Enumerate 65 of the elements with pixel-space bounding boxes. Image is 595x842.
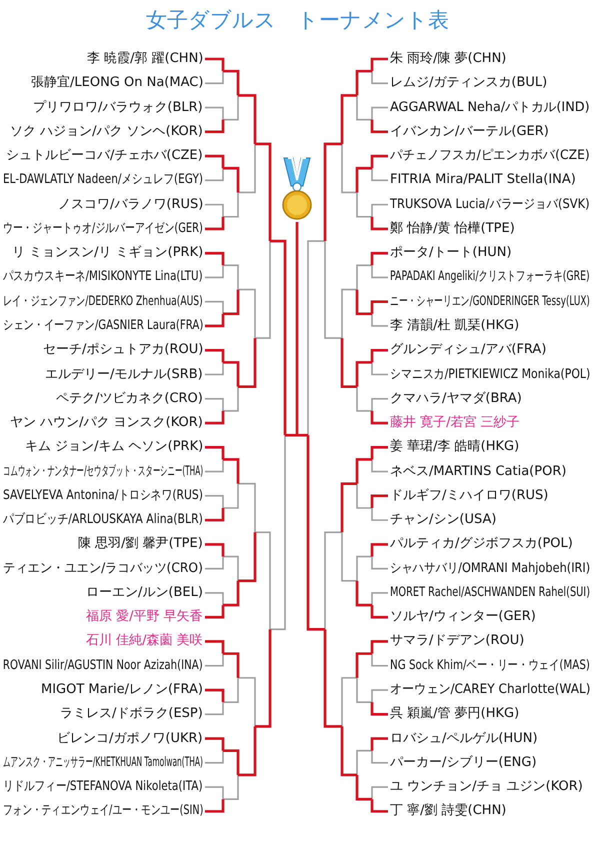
team-name: 朱 雨玲/陳 夢(CHN)	[390, 51, 506, 67]
team-name: ティエン・ユエン/ラコバッツ(CRO)	[3, 560, 203, 577]
team-name: ヤン ハウン/パク ヨンスク(KOR)	[10, 415, 203, 432]
team-name: リドルフィー/STEFANOVA Nikoleta(ITA)	[2, 779, 203, 796]
team-name: レムジ/ガティンスカ(BUL)	[390, 75, 548, 92]
team-name: レイ・ジェンファン/DEDERKO Zhenhua(AUS)	[2, 294, 203, 310]
team-name: ムアンスク・アニッサラー/KHETKHUAN Tamolwan(THA)	[3, 754, 203, 771]
team-name: 姜 華珺/李 皓晴(HKG)	[390, 439, 520, 456]
team-name: ソルヤ/ウィンター(GER)	[390, 609, 536, 626]
team-name: パルティカ/グジボフスカ(POL)	[390, 536, 573, 552]
team-name: FITRIA Mira/PALIT Stella(INA)	[390, 172, 576, 188]
team-name: PAPADAKI Angeliki/クリストフォーラキ(GRE)	[390, 269, 590, 286]
team-name: 鄭 怡静/黄 怡樺(TPE)	[390, 220, 515, 237]
team-name: クマハラ/ヤマダ(BRA)	[390, 390, 522, 407]
team-name: シュトルビーコバ/チェホバ(CZE)	[6, 148, 203, 164]
team-name: 藤井 寛子/若宮 三紗子	[390, 415, 520, 432]
team-name: SAVELYEVA Antonina/トロシネワ(RUS)	[3, 488, 203, 504]
team-name: MORET Rachel/ASCHWANDEN Rahel(SUI)	[390, 584, 590, 601]
team-name: 呉 穎嵐/管 夢円(HKG)	[390, 706, 520, 722]
team-name: パチェノフスカ/ピエンカボバ(CZE)	[390, 148, 590, 164]
team-name: NG Sock Khim/ベー・リー・ウェイ(MAS)	[390, 658, 590, 674]
team-name: 丁 寧/劉 詩雯(CHN)	[390, 803, 506, 820]
team-name: EL-DAWLATLY Nadeen/メシュレフ(EGY)	[3, 172, 203, 188]
team-name: サマラ/ドデアン(ROU)	[390, 633, 524, 650]
team-name: ニー・シャーリエン/GONDERINGER Tessy(LUX)	[390, 294, 590, 310]
team-name: ソク ハジョン/パク ソンヘ(KOR)	[10, 124, 203, 140]
team-name: イバンカン/バーテル(GER)	[390, 124, 549, 140]
team-name: オーウェン/CAREY Charlotte(WAL)	[390, 682, 590, 698]
team-name: 石川 佳純/森薗 美咲	[86, 633, 203, 650]
team-name: ペテク/ツビカネク(CRO)	[56, 390, 203, 407]
team-name: ROVANI Silir/AGUSTIN Noor Azizah(INA)	[2, 658, 203, 674]
team-name: TRUKSOVA Lucia/バラージョバ(SVK)	[390, 196, 590, 213]
team-name: コムウォン・ナンタナー/セウタブット・スターシニー(THA)	[3, 464, 204, 480]
team-name: ロバシュ/ペルゲル(HUN)	[390, 730, 538, 747]
team-name: AGGARWAL Neha/パトカル(IND)	[390, 100, 590, 116]
team-name: 福原 愛/平野 早矢香	[86, 609, 203, 626]
title: 女子ダブルス トーナメント表	[145, 7, 450, 34]
team-name: ラミレス/ドボラク(ESP)	[60, 706, 203, 722]
team-name: パスカウスキーネ/MISIKONYTE Lina(LTU)	[2, 269, 203, 286]
team-name: ウー・ジャートゥオ/ジルバーアイゼン(GER)	[2, 220, 203, 237]
team-name: ポータ/トート(HUN)	[390, 245, 512, 262]
team-name: ビレンコ/ガポノワ(UKR)	[57, 730, 203, 747]
team-name: ドルギフ/ミハイロワ(RUS)	[390, 488, 548, 504]
team-name: フォン・ティエンウェイ/ユー・モンユー(SIN)	[3, 803, 204, 820]
team-name: キム ジョン/キム ヘソン(PRK)	[25, 439, 204, 456]
team-name: シャハサバリ/OMRANI Mahjobeh(IRI)	[390, 560, 590, 577]
team-name: グルンディシュ/アバ(FRA)	[390, 342, 546, 358]
team-name: ローエン/ルン(BEL)	[86, 584, 203, 601]
team-name: エルデリー/モルナル(SRB)	[45, 366, 203, 382]
team-name: 李 暁霞/郭 躍(CHN)	[87, 51, 204, 67]
team-name: リ ミョンスン/リ ミギョン(PRK)	[12, 245, 204, 262]
team-name: プリワロワ/バラウォク(BLR)	[33, 100, 203, 116]
team-name: チャン/シン(USA)	[390, 512, 496, 528]
team-name: 張静宜/LEONG On Na(MAC)	[31, 75, 204, 92]
team-name: シマニスカ/PIETKIEWICZ Monika(POL)	[390, 366, 590, 382]
team-name: シェン・イーファン/GASNIER Laura(FRA)	[3, 318, 204, 334]
team-name: ネベス/MARTINS Catia(POR)	[390, 464, 566, 480]
team-name: パーカー/シブリー(ENG)	[390, 754, 537, 771]
team-name: パブロビッチ/ARLOUSKAYA Alina(BLR)	[2, 512, 203, 528]
team-name: セーチ/ポシュトアカ(ROU)	[43, 342, 204, 358]
team-name: ノスコワ/バラノワ(RUS)	[58, 196, 204, 213]
team-name: MIGOT Marie/レノン(FRA)	[41, 682, 203, 698]
team-name: 陳 思羽/劉 馨尹(TPE)	[78, 536, 203, 552]
team-name: ユ ウンチョン/チョ ユジン(KOR)	[390, 779, 583, 796]
team-name: 李 清韻/杜 凱琹(HKG)	[390, 318, 520, 334]
